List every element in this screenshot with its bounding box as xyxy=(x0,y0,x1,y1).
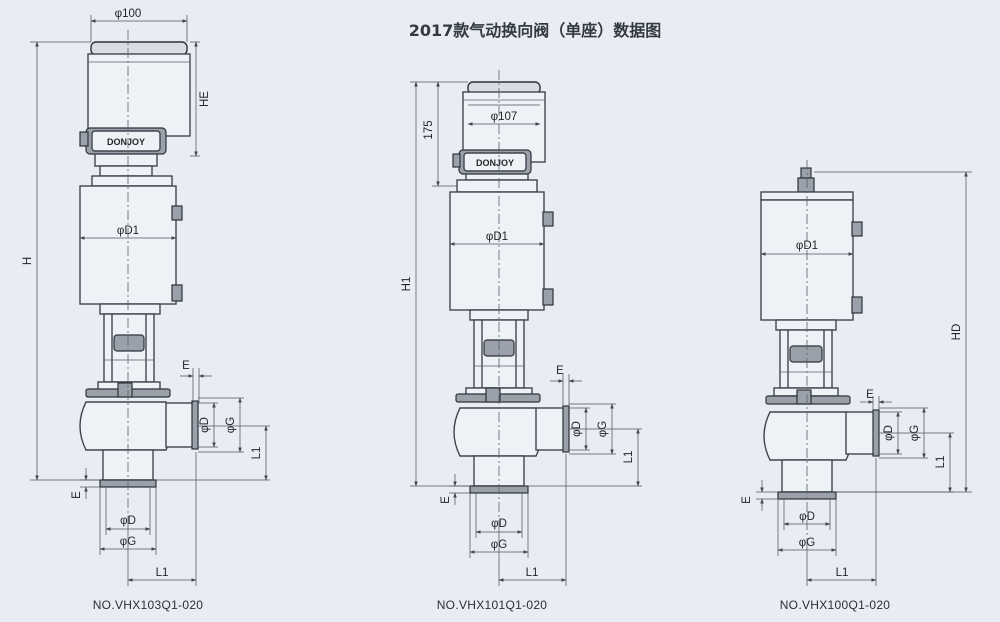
dim-top-diameter: φ107 xyxy=(491,111,518,123)
model-number: NO.VHX100Q1-020 xyxy=(780,598,891,612)
model-number: NO.VHX101Q1-020 xyxy=(437,598,548,612)
dim-he: HE xyxy=(199,91,211,107)
dim-l1-bottom: L1 xyxy=(836,567,849,579)
dim-top-diameter: φ100 xyxy=(115,8,142,20)
model-number: NO.VHX103Q1-020 xyxy=(93,598,204,612)
dim-e-side: E xyxy=(866,389,874,401)
dim-l1-bottom: L1 xyxy=(156,567,169,579)
dim-d-bottom: φD xyxy=(491,518,507,530)
dim-l1-side: L1 xyxy=(623,451,635,464)
dim-l1-side: L1 xyxy=(251,447,263,460)
dim-h1: H1 xyxy=(401,277,413,292)
dim-d1: φD1 xyxy=(796,240,818,252)
valve-drawing-vhx100: HD φD1 E φD φG L1 E φD φG xyxy=(741,160,972,612)
dim-hd: HD xyxy=(951,324,963,341)
dim-d-bottom: φD xyxy=(799,511,815,523)
brand-badge: DONJOY xyxy=(107,137,145,147)
dim-d1: φD1 xyxy=(486,231,508,243)
valve-drawing-vhx103: DONJOY φ100 xyxy=(22,8,270,612)
dim-d1: φD1 xyxy=(117,225,139,237)
dim-d-side: φD xyxy=(199,417,211,433)
dim-e-side: E xyxy=(556,365,564,377)
page-title: 2017款气动换向阀（单座）数据图 xyxy=(409,21,662,40)
dim-e-side: E xyxy=(182,360,190,372)
dim-h: H xyxy=(22,257,34,265)
dim-175: 175 xyxy=(423,120,435,139)
dim-e-bottom: E xyxy=(741,496,753,504)
dim-g-side: φG xyxy=(225,417,237,433)
brand-badge: DONJOY xyxy=(476,158,514,168)
dim-e-bottom: E xyxy=(71,491,83,499)
dim-e-bottom: E xyxy=(440,496,452,504)
dim-l1-bottom: L1 xyxy=(526,567,539,579)
valve-drawing-vhx101: DONJOY φ107 175 H1 φD1 xyxy=(401,70,642,612)
dim-l1-side: L1 xyxy=(935,456,947,469)
